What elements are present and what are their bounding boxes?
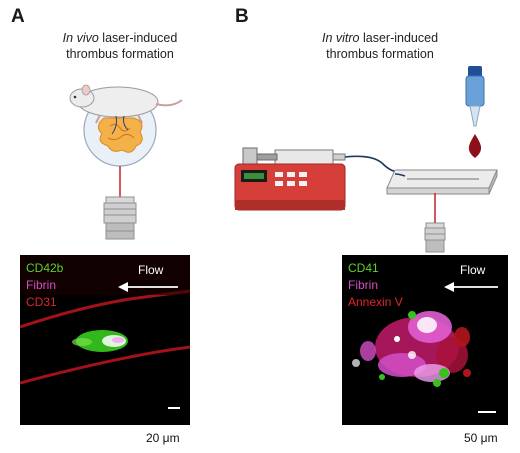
pipette-body xyxy=(465,75,485,107)
pipette-tip xyxy=(469,105,481,127)
panel-b-caption-italic: In vitro xyxy=(321,31,360,45)
mouse-paws xyxy=(95,114,143,124)
mouse-illustration xyxy=(69,84,183,175)
stain-b-1: CD41 xyxy=(348,261,379,275)
micrograph-b-image xyxy=(352,282,498,413)
scale-label-b: 50 μm xyxy=(464,431,498,445)
mouse-ear xyxy=(81,84,91,96)
flow-label-a: Flow xyxy=(138,263,164,277)
panel-a-caption-rest: laser-induced xyxy=(98,31,178,45)
panel-a-caption-italic: In vivo xyxy=(62,31,99,45)
scale-bar-b xyxy=(478,411,496,413)
syringe-pump xyxy=(234,147,406,211)
thrombus-b xyxy=(352,311,471,387)
flow-label-b: Flow xyxy=(460,263,486,277)
vessels xyxy=(111,115,129,135)
scale-bar-a xyxy=(168,407,180,409)
microfluidic-chip xyxy=(386,169,498,195)
vessel-wall-bottom xyxy=(20,345,190,385)
mouse-tail xyxy=(155,99,183,107)
syringe-barrel xyxy=(274,149,334,165)
panel-b-caption-line2: thrombus formation xyxy=(326,47,434,61)
panel-b-caption: In vitro laser-induced thrombus formatio… xyxy=(300,30,460,62)
objective-a xyxy=(103,175,137,240)
panel-a-letter: A xyxy=(11,6,25,27)
pipette-illustration xyxy=(465,66,485,158)
panel-a-caption-line2: thrombus formation xyxy=(66,47,174,61)
pipette-plunger xyxy=(468,66,482,78)
mouse-eye xyxy=(73,95,77,99)
micrograph-a-image xyxy=(20,255,190,409)
stain-b-3: Annexin V xyxy=(348,295,403,309)
stain-b-2: Fibrin xyxy=(348,278,379,292)
objective-a-top xyxy=(105,196,135,204)
stain-legend-a: CD42b Fibrin CD31 xyxy=(26,260,63,311)
scale-label-a: 20 μm xyxy=(146,431,180,445)
panel-b-letter: B xyxy=(235,6,249,27)
stain-a-1: CD42b xyxy=(26,261,64,275)
stain-legend-b: CD41 Fibrin Annexin V xyxy=(348,260,403,311)
micrograph-a: Flow CD42b Fibrin CD31 xyxy=(20,255,190,425)
panel-a-caption: In vivo laser-induced thrombus formation xyxy=(40,30,200,62)
objective-a-body xyxy=(103,202,137,224)
tissue-folds xyxy=(107,123,135,141)
exposed-tissue xyxy=(98,117,143,153)
stain-a-3: CD31 xyxy=(26,295,57,309)
micrograph-b: Flow CD41 Fibrin Annexin V xyxy=(342,255,508,425)
objective-b xyxy=(424,193,446,253)
syringe-plunger xyxy=(254,153,278,161)
blood-drop xyxy=(468,134,482,158)
panel-b-caption-rest: laser-induced xyxy=(359,31,439,45)
stain-a-2: Fibrin xyxy=(26,278,57,292)
